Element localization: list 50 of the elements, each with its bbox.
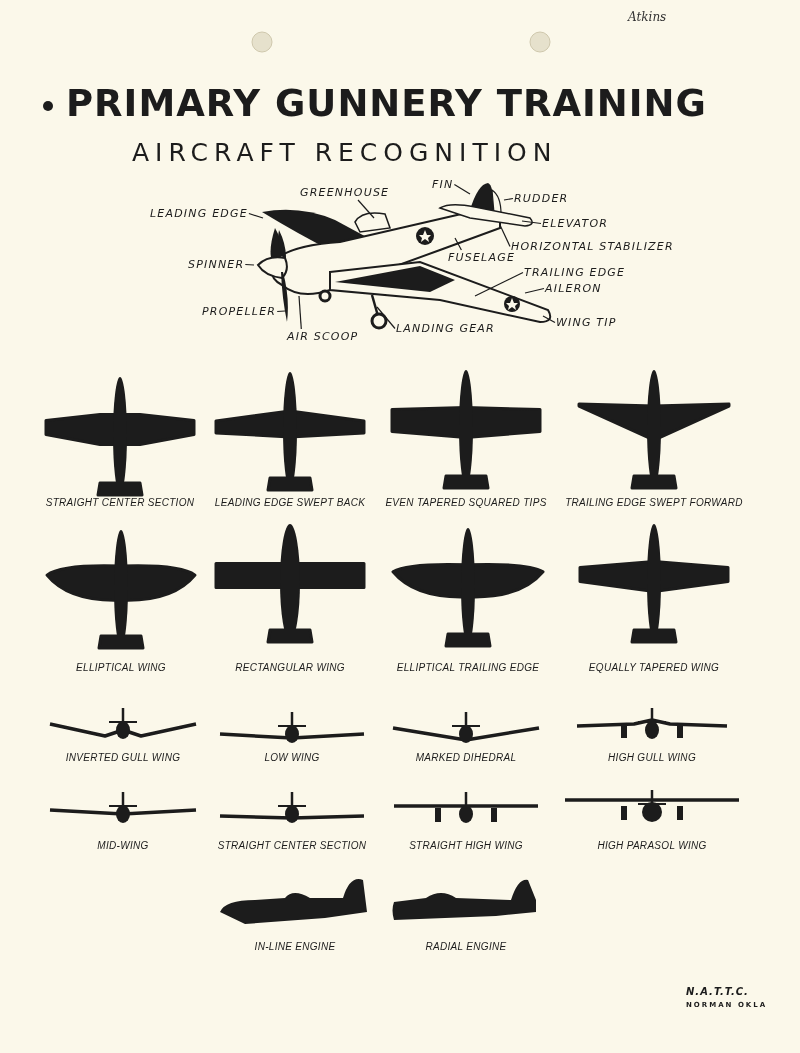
part-label: LEADING EDGE bbox=[150, 207, 248, 220]
caption: ELLIPTICAL WING bbox=[76, 662, 166, 674]
part-label: FUSELAGE bbox=[448, 251, 516, 264]
caption: HIGH GULL WING bbox=[608, 752, 696, 764]
part-label: AILERON bbox=[545, 282, 602, 295]
leader-line bbox=[357, 199, 375, 219]
caption: EQUALLY TAPERED WING bbox=[588, 662, 720, 674]
caption: LEADING EDGE SWEPT BACK bbox=[214, 497, 366, 509]
caption: TRAILING EDGE SWEPT FORWARD bbox=[565, 497, 743, 509]
part-label: SPINNER bbox=[188, 258, 245, 271]
caption: INVERTED GULL WING bbox=[65, 752, 181, 764]
handwritten-name: Atkins bbox=[628, 10, 667, 24]
leader-line bbox=[298, 295, 302, 330]
part-label: TRAILING EDGE bbox=[524, 266, 626, 279]
part-label: GREENHOUSE bbox=[300, 186, 390, 199]
part-label: HORIZONTAL STABILIZER bbox=[511, 240, 674, 253]
caption: MARKED DIHEDRAL bbox=[415, 752, 517, 764]
part-label: PROPELLER bbox=[202, 305, 277, 318]
caption: EVEN TAPERED SQUARED TIPS bbox=[385, 497, 547, 509]
leader-line bbox=[503, 197, 514, 201]
caption: ELLIPTICAL TRAILING EDGE bbox=[396, 662, 540, 674]
footer-text: N.A.T.T.C. bbox=[686, 986, 749, 997]
caption: MID-WING bbox=[97, 840, 149, 852]
part-label: RUDDER bbox=[514, 192, 569, 205]
leader-line bbox=[521, 220, 542, 225]
leader-line bbox=[453, 183, 471, 195]
caption: IN-LINE ENGINE bbox=[254, 941, 336, 953]
subtitle: AIRCRAFT RECOGNITION bbox=[132, 138, 558, 168]
caption: HIGH PARASOL WING bbox=[597, 840, 707, 852]
caption: RADIAL ENGINE bbox=[425, 941, 507, 953]
leader-line bbox=[244, 263, 255, 266]
part-label: ELEVATOR bbox=[542, 217, 609, 230]
part-label: FIN bbox=[432, 178, 454, 191]
leader-line bbox=[248, 212, 264, 219]
caption: STRAIGHT HIGH WING bbox=[409, 840, 523, 852]
caption: RECTANGULAR WING bbox=[235, 662, 345, 674]
leader-line bbox=[524, 287, 545, 294]
leader-line bbox=[454, 237, 462, 251]
leader-line bbox=[499, 224, 511, 248]
leader-line bbox=[542, 315, 556, 324]
part-label: AIR SCOOP bbox=[287, 330, 359, 343]
part-label: WING TIP bbox=[556, 316, 617, 329]
leader-line bbox=[376, 306, 396, 330]
leader-line bbox=[276, 310, 286, 313]
leader-line bbox=[474, 271, 524, 297]
title: PRIMARY GUNNERY TRAINING bbox=[66, 81, 707, 127]
caption: LOW WING bbox=[264, 752, 320, 764]
caption: STRAIGHT CENTER SECTION bbox=[45, 497, 195, 509]
caption: STRAIGHT CENTER SECTION bbox=[217, 840, 367, 852]
part-label: LANDING GEAR bbox=[396, 322, 495, 335]
